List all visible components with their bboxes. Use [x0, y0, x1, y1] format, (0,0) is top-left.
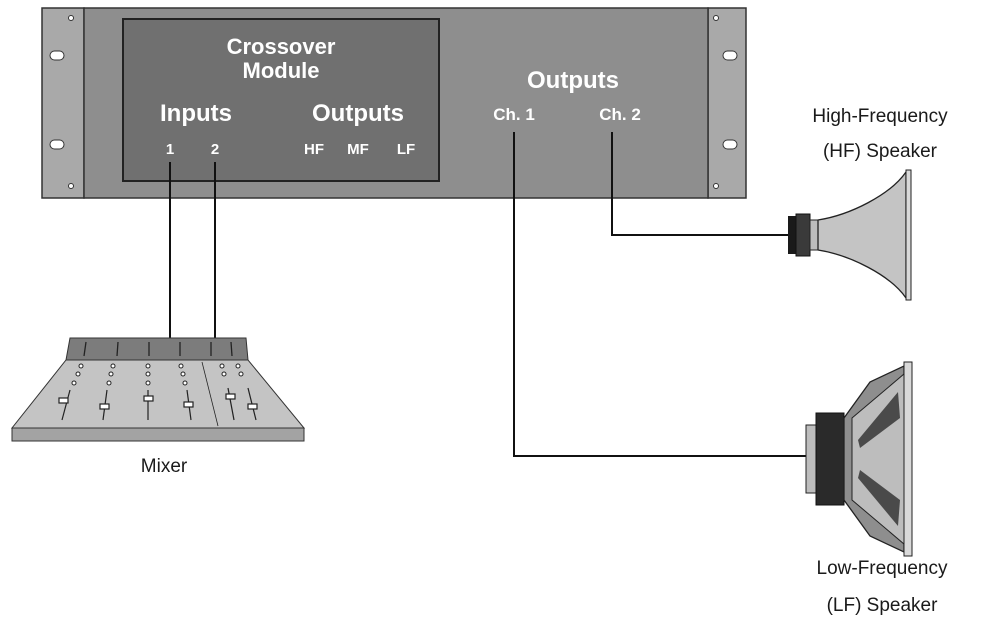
input-2-label: 2 — [211, 141, 219, 158]
rack-ear-right — [707, 7, 747, 199]
mixer-faders — [58, 387, 258, 421]
amp-ch1-label: Ch. 1 — [493, 105, 535, 124]
rack-ear-left — [41, 7, 85, 199]
hf-driver-band — [809, 219, 819, 251]
mixer-label: Mixer — [141, 456, 188, 477]
hf-speaker-label-line1: High-Frequency — [812, 106, 948, 127]
cable-ch1-to-lf — [513, 132, 808, 457]
hf-driver-back — [788, 216, 798, 254]
mixer-front-edge — [11, 427, 305, 442]
lf-basket-spoke-bottom — [858, 470, 900, 526]
module-title-line1: Crossover — [227, 34, 336, 59]
crossover-module-panel — [122, 18, 440, 182]
output-mf-label: MF — [347, 141, 369, 158]
lf-magnet — [815, 412, 845, 506]
output-hf-label: HF — [304, 141, 324, 158]
lf-frame-flange — [903, 361, 913, 557]
lf-speaker-label-line2: (LF) Speaker — [827, 595, 939, 616]
module-title-line2: Module — [243, 58, 320, 83]
mixer-knobs — [71, 363, 244, 386]
cable-ch2-to-hf — [611, 132, 790, 236]
lf-speaker — [805, 361, 913, 557]
module-outputs-label: Outputs — [312, 100, 404, 127]
hf-speaker — [788, 169, 912, 301]
lf-speaker-label-line1: Low-Frequency — [817, 558, 948, 579]
mixer-channel-strips — [83, 341, 233, 427]
mixer-console — [10, 337, 306, 442]
mixer-back-panel — [65, 337, 249, 361]
hf-horn — [817, 169, 907, 301]
input-1-label: 1 — [166, 141, 174, 158]
amp-outputs-label: Outputs — [527, 67, 619, 94]
amp-ch2-label: Ch. 2 — [599, 105, 641, 124]
mixer-surface — [10, 359, 306, 429]
rack-screw-holes — [49, 15, 738, 189]
hf-horn-flange — [905, 169, 912, 301]
lf-basket-spoke-top — [858, 392, 900, 448]
output-lf-label: LF — [397, 141, 415, 158]
hf-driver-body — [795, 213, 811, 257]
module-inputs-label: Inputs — [160, 100, 232, 127]
rack-unit: Crossover Module Inputs Outputs 1 2 HF M… — [41, 7, 747, 199]
cables — [169, 132, 808, 457]
hf-speaker-label-line2: (HF) Speaker — [823, 141, 938, 162]
